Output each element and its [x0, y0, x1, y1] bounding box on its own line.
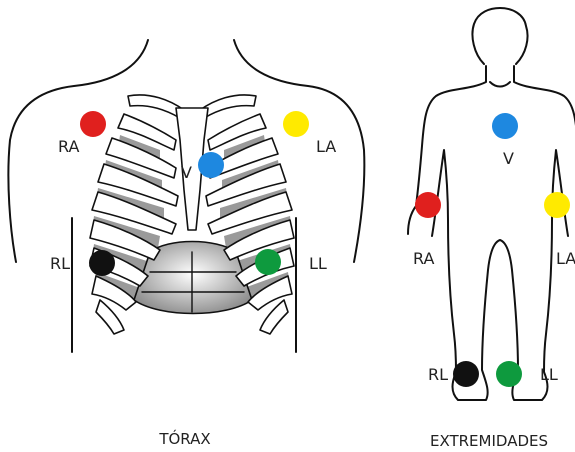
electrode-ra-thorax [80, 111, 106, 137]
left-clavicle [128, 95, 184, 118]
label-v-thorax: V [181, 163, 192, 182]
electrode-v-body [492, 113, 518, 139]
electrode-rl-body [453, 361, 479, 387]
label-rl-thorax: RL [50, 254, 70, 273]
caption-torax: TÓRAX [158, 429, 210, 448]
thorax-figure: RA LA V RL LL TÓRAX [8, 40, 364, 448]
electrode-ra-body [415, 192, 441, 218]
label-ll-body: LL [540, 365, 558, 384]
caption-extremidades: EXTREMIDADES [430, 432, 548, 450]
label-ra-body: RA [413, 249, 434, 268]
electrode-la-thorax [283, 111, 309, 137]
electrode-rl-thorax [89, 250, 115, 276]
electrode-la-body [544, 192, 570, 218]
label-ra-thorax: RA [58, 137, 79, 156]
electrode-v-thorax [198, 152, 224, 178]
label-ll-thorax: LL [309, 254, 327, 273]
body-figure: V RA LA RL LL EXTREMIDADES [408, 8, 575, 450]
label-v-body: V [503, 149, 514, 168]
electrode-ll-thorax [255, 249, 281, 275]
body-neck [490, 82, 510, 87]
body-silhouette [408, 66, 575, 400]
label-la-body: LA [556, 249, 575, 268]
body-head [472, 8, 527, 64]
label-rl-body: RL [428, 365, 448, 384]
electrode-ll-body [496, 361, 522, 387]
right-clavicle [200, 95, 256, 118]
label-la-thorax: LA [316, 137, 336, 156]
